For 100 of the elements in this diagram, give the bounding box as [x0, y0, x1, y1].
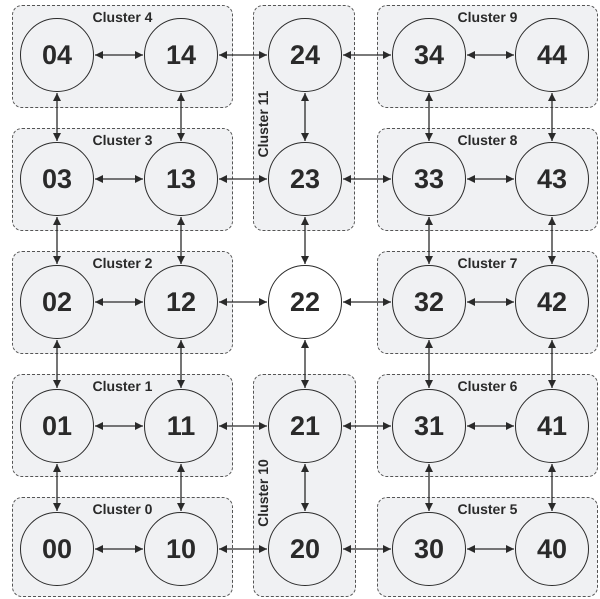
arrow: [177, 464, 185, 511]
node-circle: [268, 512, 342, 586]
arrow: [95, 422, 143, 430]
cluster-box: [377, 374, 598, 477]
cluster-box: [377, 251, 598, 354]
cluster-label: Cluster 6: [458, 379, 518, 393]
cluster-label: Cluster 7: [458, 256, 518, 270]
node-label: 04: [42, 42, 72, 68]
arrow: [548, 464, 556, 511]
node-label: 22: [290, 288, 320, 316]
arrow: [467, 298, 514, 306]
cluster-label: Cluster 10: [256, 459, 270, 527]
arrow: [301, 340, 309, 388]
node-label: 33: [414, 166, 444, 192]
arrow: [467, 545, 514, 553]
node-circle: [20, 18, 94, 92]
node-label: 01: [42, 412, 72, 440]
arrow: [425, 464, 433, 511]
arrow: [177, 93, 185, 141]
cluster-box: [253, 374, 356, 597]
arrow: [301, 217, 309, 264]
cluster-label: Cluster 5: [458, 502, 518, 516]
cluster-box: [377, 128, 598, 231]
arrow: [467, 51, 514, 59]
arrow: [343, 422, 391, 430]
arrow: [219, 545, 267, 553]
arrow: [219, 298, 267, 306]
arrow: [219, 175, 267, 183]
cluster-label: Cluster 4: [92, 10, 152, 24]
arrow: [343, 175, 391, 183]
arrow: [177, 217, 185, 264]
cluster-box: [253, 5, 355, 231]
node-label: 23: [290, 166, 320, 192]
cluster-box: [12, 374, 233, 477]
cluster-box: [12, 497, 233, 597]
arrow: [95, 175, 143, 183]
node-label: 10: [166, 536, 196, 562]
node-label: 20: [290, 536, 320, 562]
node-label: 12: [166, 288, 196, 316]
node-circle: [20, 142, 94, 216]
node-label: 13: [166, 166, 196, 192]
arrow: [343, 545, 391, 553]
arrow: [425, 217, 433, 264]
node-circle: [515, 265, 589, 339]
node-circle: [515, 512, 589, 586]
node-label: 41: [536, 412, 568, 440]
node-label: 34: [414, 42, 444, 68]
node-label: 02: [42, 288, 72, 316]
node-circle: [268, 142, 342, 216]
node-label: 44: [536, 42, 568, 68]
cluster-label: Cluster 0: [92, 502, 152, 516]
cluster-box: [377, 5, 598, 108]
cluster-label: Cluster 3: [92, 133, 152, 147]
node-circle: [515, 389, 589, 463]
cluster-box: [12, 5, 233, 108]
node-label: 14: [166, 42, 196, 68]
arrow: [548, 93, 556, 141]
node-circle: [268, 389, 342, 463]
node-label: 40: [536, 536, 568, 562]
node-label: 30: [414, 536, 444, 562]
node-circle: [144, 389, 218, 463]
arrow: [425, 340, 433, 388]
node-label: 32: [414, 288, 444, 316]
arrow: [548, 340, 556, 388]
arrow: [95, 545, 143, 553]
arrow: [95, 298, 143, 306]
arrow: [343, 51, 391, 59]
cluster-box: [377, 497, 598, 597]
node-label: 00: [42, 536, 72, 562]
node-label: 03: [42, 166, 72, 192]
arrow: [301, 93, 309, 141]
node-circle: [515, 142, 589, 216]
node-label: 31: [414, 412, 444, 440]
arrow: [301, 464, 309, 511]
cluster-label: Cluster 2: [92, 256, 152, 270]
node-label: 42: [536, 288, 568, 316]
arrow: [219, 422, 267, 430]
node-label: 21: [290, 412, 320, 440]
arrow: [53, 217, 61, 264]
arrow: [467, 422, 514, 430]
cluster-label: Cluster 9: [458, 10, 518, 24]
arrow: [219, 51, 267, 59]
cluster-box: [12, 128, 233, 231]
node-circle: [515, 18, 589, 92]
arrow: [95, 51, 143, 59]
cluster-label: Cluster 8: [458, 133, 518, 147]
arrow: [53, 340, 61, 388]
arrow: [343, 298, 391, 306]
arrow: [53, 93, 61, 141]
node-circle: [20, 265, 94, 339]
cluster-label: Cluster 1: [92, 379, 152, 393]
node-label: 43: [536, 166, 568, 192]
arrow: [53, 464, 61, 511]
arrow: [467, 175, 514, 183]
cluster-label: Cluster 11: [256, 90, 270, 158]
node-label: 11: [166, 412, 196, 440]
arrow: [425, 93, 433, 141]
arrow: [548, 217, 556, 264]
node-circle: [268, 18, 342, 92]
node-circle: [20, 389, 94, 463]
